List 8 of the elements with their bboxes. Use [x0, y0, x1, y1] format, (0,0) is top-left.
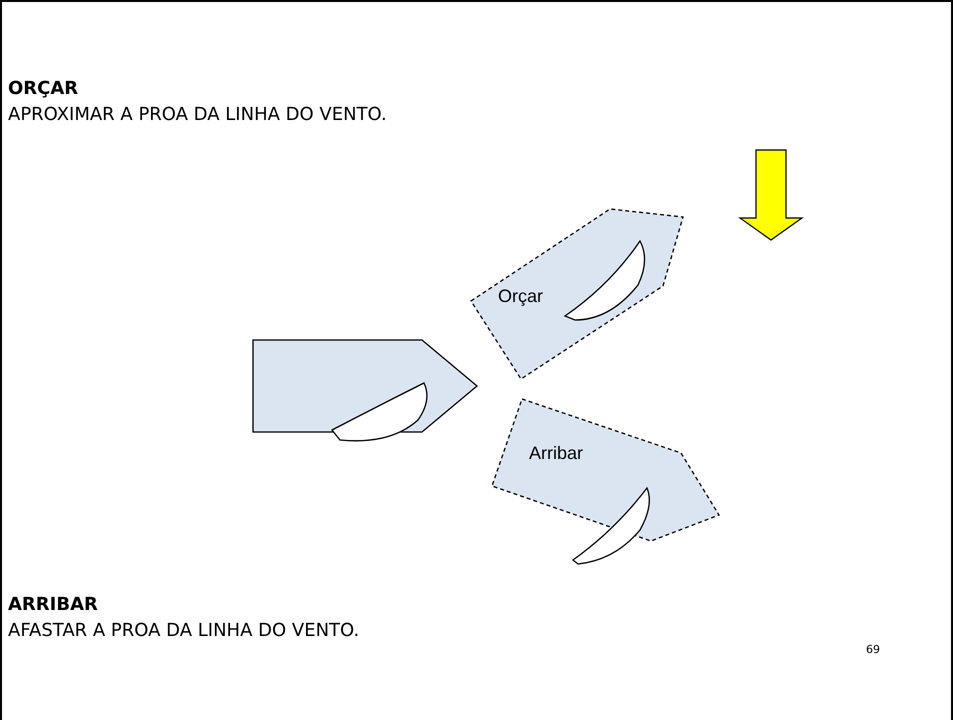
- boat-shape: [492, 399, 719, 541]
- page-number: 69: [866, 643, 880, 656]
- definition-text: AFASTAR A PROA DA LINHA DO VENTO.: [8, 620, 360, 641]
- heading: ARRIBAR: [8, 594, 98, 615]
- definition-text: APROXIMAR A PROA DA LINHA DO VENTO.: [8, 104, 387, 125]
- heading: ORÇAR: [8, 78, 78, 99]
- boat-label: Arribar: [529, 443, 584, 464]
- boat-label: Orçar: [498, 286, 543, 307]
